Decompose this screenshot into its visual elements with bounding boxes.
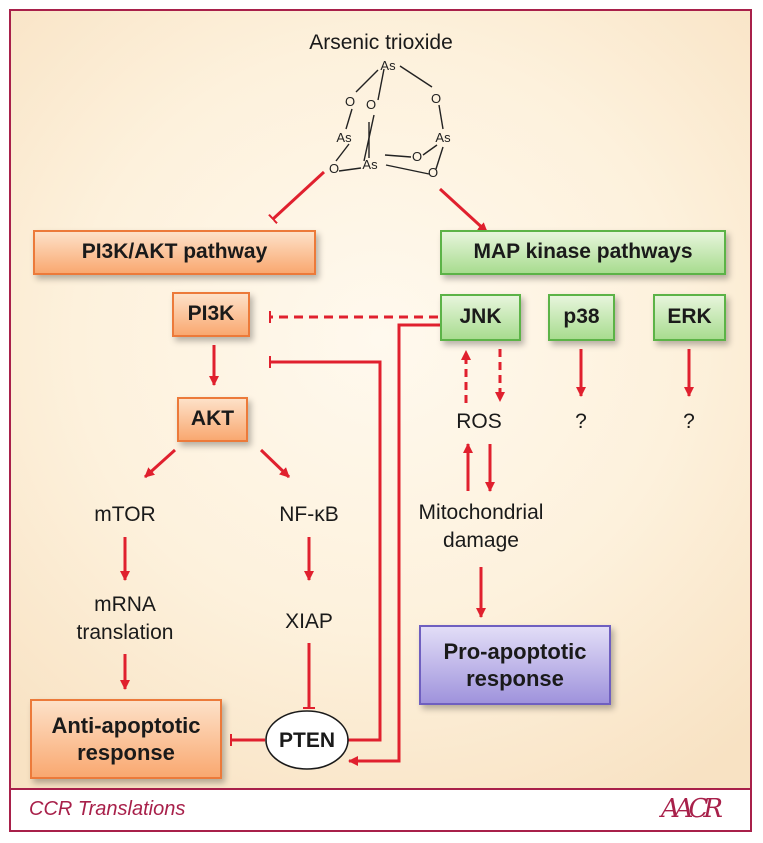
akt-to-nfkb [259,448,291,479]
activate-map-kinase [438,187,489,234]
mito-line1: Mitochondrial [418,501,544,524]
jnk-node: JNK [440,294,521,341]
atom-label: O [329,161,339,176]
erk-node: ERK [653,294,726,341]
atom-label: As [362,157,378,172]
pten-label: PTEN [278,729,335,752]
jnk-to-pten [348,323,441,766]
diagram-frame: As O O O As O As O O As [9,9,752,832]
aacr-logo: AACR [660,794,723,824]
footer-title: CCR Translations [29,798,186,820]
xiap-label: XIAP [285,610,333,633]
atom-label: As [336,130,352,145]
akt-to-mtor [143,448,177,479]
atom-label: O [412,149,422,164]
inhibit-pi3k-akt-pathway [268,170,326,225]
anti-apoptotic-line1: Anti-apoptotic [51,712,201,738]
pten-node [265,710,349,770]
pi3k-akt-pathway-node: PI3K/AKT pathway [33,230,316,275]
mtor-label: mTOR [94,503,156,526]
map-kinase-pathways-node: MAP kinase pathways [440,230,726,275]
atom-label: As [380,58,396,73]
atom-label: O [431,91,441,106]
pten-inhibits-pi3k [269,356,382,742]
atom-label: O [428,165,438,180]
ros-label: ROS [456,410,502,433]
pro-apoptotic-response-node: Pro-apoptotic response [419,625,611,705]
mrna-translation-label: mRNA translation [55,591,195,647]
erk-unknown-label: ? [683,410,695,433]
atom-label: O [366,97,376,112]
arsenic-trioxide-title: Arsenic trioxide [309,31,453,54]
anti-apoptotic-response-node: Anti-apoptotic response [30,699,222,779]
nfkb-label: NF-κB [279,503,339,526]
mito-line2: damage [443,528,519,552]
mitochondrial-damage-label: Mitochondrial damage [406,499,556,555]
pro-apoptotic-line1: Pro-apoptotic [443,638,587,664]
atom-label: O [345,94,355,109]
atom-label: As [435,130,451,145]
p38-node: p38 [548,294,615,341]
footer-bar: CCR Translations AACR [11,788,750,830]
molecule-atom-labels: As O O O As O As O O As [329,58,451,180]
arsenic-trioxide-structure [335,65,444,175]
mrna-translation-line2: translation [76,620,174,644]
pi3k-node: PI3K [172,292,250,337]
diagram-connectors: As O O O As O As O O As [120,58,694,770]
pro-apoptotic-line2: response [466,666,564,691]
anti-apoptotic-line2: response [77,740,175,765]
mrna-translation-line1: mRNA [94,593,156,616]
p38-unknown-label: ? [575,410,587,433]
akt-node: AKT [177,397,248,442]
